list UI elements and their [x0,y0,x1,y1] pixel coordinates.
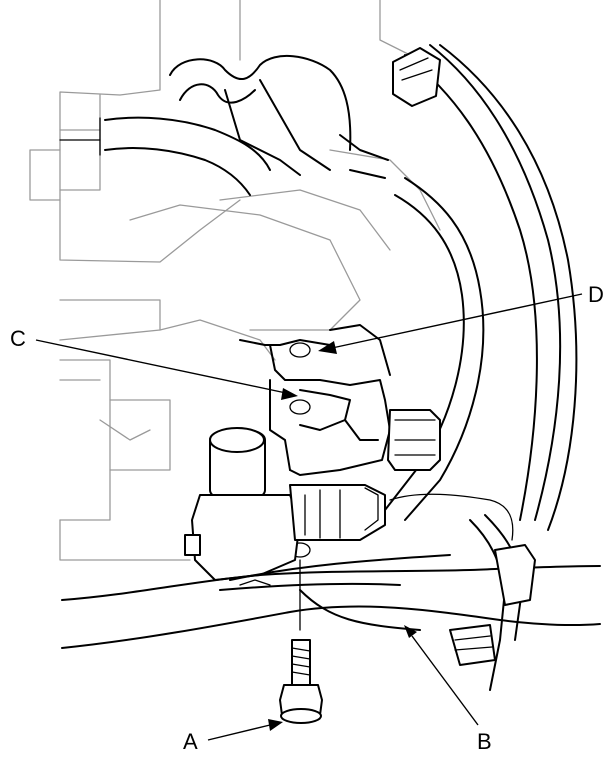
bolt-icon [279,559,323,724]
bracket-connector [387,409,441,471]
arrowhead-a [268,719,283,731]
engine-background-outline [29,0,441,561]
callout-a: A [183,719,283,754]
upper-hose-assembly [59,54,389,196]
callout-d: D [318,282,604,354]
arrowhead-c [281,388,298,400]
arrowhead-b [404,625,417,638]
leader-line-a [207,724,271,741]
bracket-icon [239,324,391,558]
callout-b: B [404,625,492,754]
callout-label-b: B [477,729,492,754]
leader-line-b [411,635,479,726]
hose-icon [169,54,352,151]
callout-label-d: D [588,282,604,307]
callout-label-a: A [183,729,198,754]
right-side-hoses [384,44,578,531]
callout-c: C [10,326,298,400]
callout-label-c: C [10,326,26,351]
leader-line-d [331,293,583,349]
connector-icon [392,47,441,107]
leader-line-c [35,339,287,394]
solenoid-valve-icon [184,427,386,581]
lower-harness [61,493,601,691]
arrowhead-d [318,341,337,354]
